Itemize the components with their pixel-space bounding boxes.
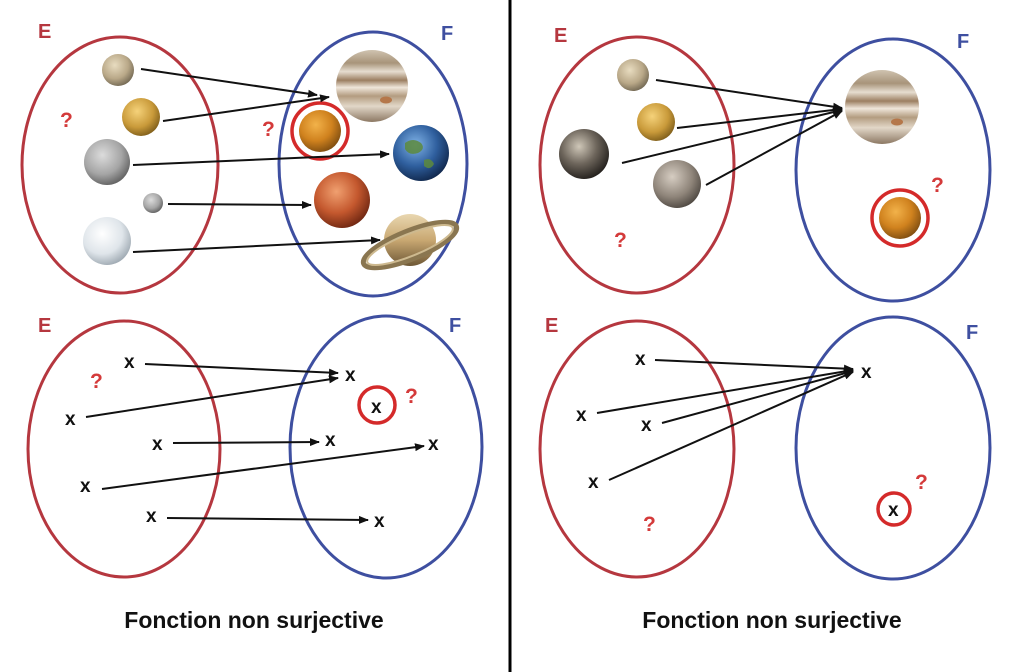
question-mark-e: ? xyxy=(614,229,627,252)
planet-jupiter-icon xyxy=(845,70,919,144)
jupiter-spot-icon xyxy=(891,118,903,126)
mapping-arrow xyxy=(140,68,318,98)
domain-element: x xyxy=(152,434,163,455)
mapping-arrow xyxy=(166,515,369,524)
set-f-label: F xyxy=(449,315,461,337)
highlight-ring xyxy=(876,491,912,527)
question-mark-e: ? xyxy=(90,370,103,393)
mapping-arrow xyxy=(132,150,390,166)
set-f-ellipse xyxy=(288,314,484,580)
set-e-label: E xyxy=(38,315,51,337)
set-e-label: E xyxy=(38,21,51,43)
left-top-diagram: E F ? ? xyxy=(20,21,469,298)
question-mark-e: ? xyxy=(60,109,73,132)
moon-europa-icon xyxy=(122,98,160,136)
jupiter-spot-icon xyxy=(380,96,392,104)
domain-element: x xyxy=(641,415,652,436)
mapping-arrow xyxy=(608,371,854,481)
highlight-ring xyxy=(290,101,350,161)
domain-element: x xyxy=(65,409,76,430)
question-mark-f: ? xyxy=(262,118,275,141)
left-bottom-diagram: E F ? ? x x x x x x x x x x xyxy=(26,314,484,580)
codomain-element: x xyxy=(428,434,439,455)
mapping-arrow xyxy=(654,359,854,373)
question-mark-f: ? xyxy=(405,385,418,408)
moon-ganymede-icon xyxy=(653,160,701,208)
codomain-element: x xyxy=(374,511,385,532)
mapping-arrow xyxy=(85,375,339,418)
set-f-label: F xyxy=(957,31,969,53)
set-e-ellipse xyxy=(20,35,220,295)
set-e-label: E xyxy=(545,315,558,337)
mapping-arrow xyxy=(621,108,843,164)
question-mark-f: ? xyxy=(931,174,944,197)
domain-element: x xyxy=(588,472,599,493)
moon-grey-icon xyxy=(84,139,130,185)
moon-white-icon xyxy=(83,217,131,265)
question-mark-f: ? xyxy=(915,471,928,494)
set-f-label: F xyxy=(441,23,453,45)
codomain-element: x xyxy=(861,362,872,383)
set-f-ellipse xyxy=(794,315,992,581)
planet-saturn-icon xyxy=(360,214,460,271)
set-e-ellipse xyxy=(26,319,222,579)
mapping-arrow xyxy=(132,236,381,253)
planet-earth-icon xyxy=(393,125,449,181)
set-f-ellipse xyxy=(794,37,992,303)
codomain-element: x xyxy=(345,365,356,386)
planet-venus-icon xyxy=(879,197,921,239)
right-bottom-diagram: E F ? ? x x x x x x xyxy=(538,315,992,581)
right-top-diagram: E F ? ? xyxy=(538,25,992,303)
domain-element: x xyxy=(146,506,157,527)
planet-jupiter-icon xyxy=(336,50,408,122)
question-mark-e: ? xyxy=(643,513,656,536)
moon-small-icon xyxy=(143,193,163,213)
earth-land-icon xyxy=(405,140,434,169)
domain-element: x xyxy=(635,349,646,370)
set-e-ellipse xyxy=(538,35,736,295)
set-f-label: F xyxy=(966,322,978,344)
codomain-element-unreached: x xyxy=(371,397,382,418)
mapping-arrow xyxy=(162,94,330,122)
codomain-element-unreached: x xyxy=(888,500,899,521)
domain-element: x xyxy=(80,476,91,497)
mapping-arrow xyxy=(676,106,843,129)
domain-element: x xyxy=(124,352,135,373)
highlight-ring xyxy=(357,385,397,425)
mapping-arrow xyxy=(172,438,320,447)
mapping-arrow xyxy=(144,363,339,377)
mapping-arrow xyxy=(101,443,425,490)
mapping-arrow xyxy=(655,79,843,111)
mapping-arrow xyxy=(661,369,854,424)
set-e-label: E xyxy=(554,25,567,47)
moon-io-icon xyxy=(617,59,649,91)
domain-element: x xyxy=(576,405,587,426)
moon-callisto-icon xyxy=(559,129,609,179)
set-e-ellipse xyxy=(538,319,736,579)
planet-mars-icon xyxy=(314,172,370,228)
highlight-ring xyxy=(870,188,930,248)
moon-io-icon xyxy=(102,54,134,86)
caption-right: Fonction non surjective xyxy=(642,607,901,633)
mapping-arrow xyxy=(705,110,843,186)
caption-left: Fonction non surjective xyxy=(124,607,383,633)
mapping-arrow xyxy=(596,367,854,414)
codomain-element: x xyxy=(325,430,336,451)
mapping-arrow xyxy=(167,200,312,209)
set-f-ellipse xyxy=(277,30,469,298)
moon-europa-icon xyxy=(637,103,675,141)
planet-venus-icon xyxy=(299,110,341,152)
